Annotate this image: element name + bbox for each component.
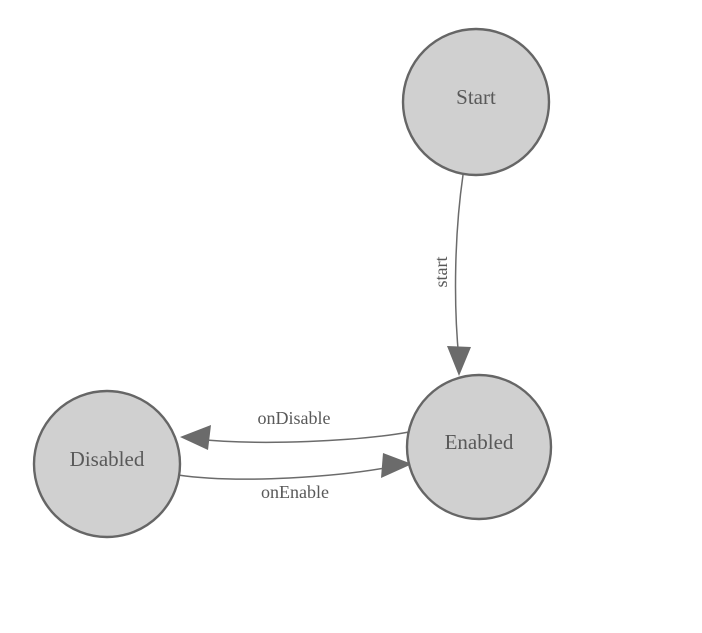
node-start-circle <box>401 27 551 177</box>
arrowhead-into-enabled <box>447 346 471 376</box>
edge-label-on-enable: onEnable <box>261 482 329 502</box>
arrowhead-into-enabled-onenable <box>381 453 412 478</box>
node-enabled-label: Enabled <box>445 430 514 454</box>
node-disabled-label: Disabled <box>70 447 145 471</box>
node-enabled[interactable]: Enabled <box>405 373 553 521</box>
arrowhead-into-disabled <box>180 425 211 450</box>
edge-disabled-to-enabled-path <box>177 465 397 480</box>
edge-label-start: start <box>431 257 451 288</box>
node-disabled[interactable]: Disabled <box>32 389 182 539</box>
node-start[interactable]: Start <box>401 27 551 177</box>
node-disabled-circle <box>32 389 182 539</box>
edge-enabled-to-disabled-path <box>195 431 410 444</box>
node-start-label: Start <box>456 85 496 109</box>
edge-start-to-enabled[interactable]: start <box>431 174 471 376</box>
edge-label-on-disable: onDisable <box>258 408 331 428</box>
edge-enabled-to-disabled[interactable]: onDisable <box>180 408 410 450</box>
edge-disabled-to-enabled[interactable]: onEnable <box>177 453 412 502</box>
node-enabled-circle <box>405 373 553 521</box>
edge-start-to-enabled-path <box>454 174 464 361</box>
